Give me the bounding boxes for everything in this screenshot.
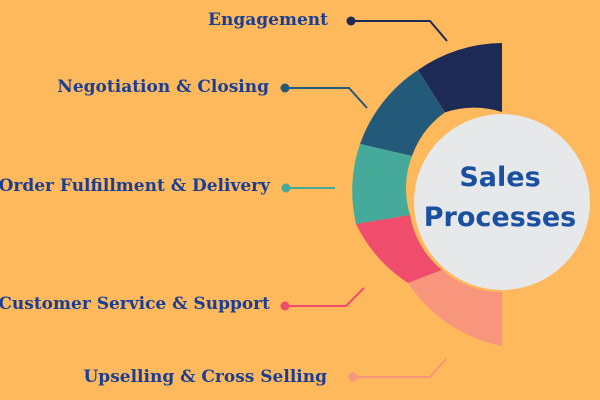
segment-order-fulfillment-delivery (352, 144, 412, 224)
center-circle (414, 114, 590, 290)
center-title-line2: Processes (423, 202, 577, 233)
label-customer-service-support: Customer Service & Support (0, 294, 270, 314)
center-title-line1: Sales (459, 162, 541, 193)
label-order-fulfillment-delivery: Order Fulfillment & Delivery (0, 176, 270, 196)
segment-engagement (418, 43, 502, 113)
connector-upselling-cross-selling (353, 358, 447, 378)
dot-order-fulfillment-delivery (281, 183, 291, 193)
segment-upselling-cross-selling (408, 270, 502, 346)
center-title: Sales Processes (410, 148, 590, 248)
connector-customer-service-support (285, 287, 365, 307)
segment-negotiation-closing (360, 70, 445, 156)
dot-negotiation-closing (280, 83, 290, 93)
connector-negotiation-closing (285, 87, 368, 109)
label-engagement: Engagement (208, 10, 328, 30)
label-negotiation-closing: Negotiation & Closing (57, 77, 269, 97)
label-upselling-cross-selling: Upselling & Cross Selling (83, 367, 327, 387)
segment-customer-service-support (356, 215, 442, 283)
dot-engagement (346, 16, 356, 26)
dot-upselling-cross-selling (348, 372, 358, 382)
connector-engagement (351, 20, 448, 42)
dot-customer-service-support (280, 301, 290, 311)
